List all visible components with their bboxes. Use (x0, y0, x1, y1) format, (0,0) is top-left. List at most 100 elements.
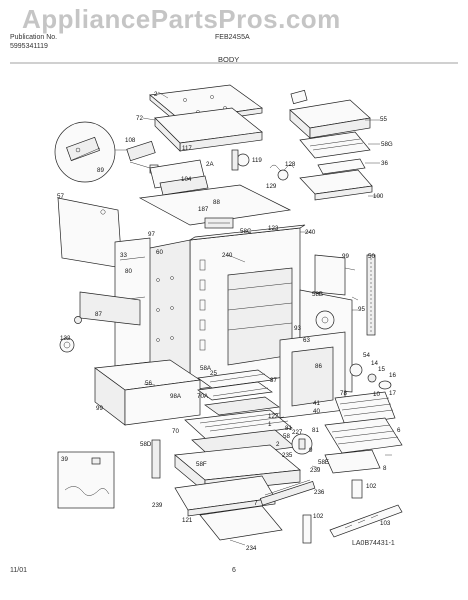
label-36: 36 (381, 160, 388, 167)
label-103: 103 (380, 520, 391, 527)
vent-tray (299, 131, 371, 159)
label-63: 63 (303, 337, 310, 344)
label-100: 100 (373, 193, 384, 200)
label-104: 104 (181, 176, 192, 183)
label-108: 108 (125, 137, 136, 144)
label-240-top: 240 (305, 229, 316, 236)
label-8: 8 (383, 465, 387, 472)
section-title: BODY (218, 55, 240, 64)
footer-date: 11/01 (10, 567, 27, 574)
left-outer-panel (57, 197, 123, 269)
label-56: 56 (145, 380, 152, 387)
label-187: 187 (198, 206, 209, 213)
label-33: 33 (120, 252, 127, 259)
broiler-pan (184, 409, 293, 441)
label-70A: 70A (197, 393, 209, 400)
label-17: 17 (389, 390, 396, 397)
power-cord (64, 486, 110, 496)
label-227: 227 (292, 429, 303, 436)
oven-racks (197, 369, 280, 416)
label-54: 54 (363, 352, 370, 359)
label-102-lower: 102 (313, 513, 324, 520)
label-9: 9 (309, 447, 313, 454)
publication-label: Publication No. (10, 34, 58, 41)
label-119: 119 (252, 157, 262, 164)
rack-10 (334, 391, 396, 426)
label-58A: 58A (200, 365, 212, 372)
label-55: 55 (380, 116, 387, 123)
label-129: 129 (266, 183, 277, 190)
label-16: 16 (389, 372, 396, 379)
label-88: 88 (213, 199, 220, 206)
label-40: 40 (313, 408, 320, 415)
part-number-labels: 2 72 55 58G 36 100 108 89 117 2A 119 128… (57, 91, 401, 552)
drawer-slide-rail (259, 481, 316, 506)
label-41: 41 (313, 400, 320, 407)
label-123: 123 (268, 225, 279, 232)
label-10: 10 (373, 391, 380, 398)
label-132: 132 (60, 335, 71, 342)
label-239-left: 239 (152, 502, 163, 509)
label-239-right: 239 (310, 467, 321, 474)
watermark: AppliancePartsPros.com (22, 4, 341, 34)
publication-number: 5995341119 (10, 43, 48, 50)
label-235: 235 (282, 452, 293, 459)
kick-panel-103 (329, 504, 403, 538)
detail-box-39 (57, 451, 115, 509)
label-236: 236 (314, 489, 325, 496)
label-2: 2 (154, 91, 158, 98)
left-face-slots (199, 259, 206, 351)
label-98A: 98A (170, 393, 182, 400)
trim-strip-58D (151, 439, 161, 479)
switch-assembly (126, 140, 156, 162)
label-86: 86 (315, 363, 322, 370)
left-lower-panel (79, 291, 141, 326)
label-58E: 58E (318, 459, 329, 466)
page-number: 6 (232, 567, 236, 574)
label-58F: 58F (196, 461, 207, 468)
label-37: 37 (270, 377, 277, 384)
label-80: 80 (125, 268, 132, 275)
label-25: 25 (210, 370, 217, 377)
label-95: 95 (358, 306, 365, 313)
light-socket (349, 363, 363, 377)
label-15: 15 (378, 366, 385, 373)
label-121: 121 (182, 517, 193, 524)
doc-code: LA0B74431-1 (352, 540, 395, 547)
label-7: 7 (254, 500, 258, 507)
label-39: 39 (61, 456, 68, 463)
label-81-lower: 81 (312, 427, 319, 434)
label-14: 14 (371, 360, 378, 367)
label-78: 78 (340, 390, 347, 397)
label-102-upper: 102 (366, 483, 377, 490)
part-132 (59, 337, 75, 353)
label-87: 87 (95, 311, 102, 318)
label-70: 70 (172, 428, 179, 435)
oven-body-top (189, 224, 306, 241)
leveling-leg-2 (302, 514, 312, 544)
top-frame (138, 184, 292, 226)
label-60: 60 (156, 249, 163, 256)
vent-front (309, 117, 371, 139)
top-panel-side (154, 117, 181, 152)
storage-drawer-front (124, 379, 201, 426)
label-58B: 58B (312, 291, 323, 298)
element-8 (324, 449, 381, 474)
label-50: 50 (368, 253, 375, 260)
label-2-lower: 2 (276, 441, 280, 448)
right-side-bracket (314, 254, 346, 296)
label-6: 6 (397, 427, 401, 434)
label-234: 234 (246, 545, 257, 552)
label-93: 93 (294, 325, 301, 332)
label-122: 122 (268, 413, 279, 420)
label-89: 89 (97, 167, 104, 174)
leveling-leg-1 (351, 479, 363, 499)
label-99-left: 99 (96, 405, 103, 412)
label-81-upper: 81 (285, 425, 292, 432)
bottom-pan-front (187, 497, 276, 517)
label-57: 57 (57, 193, 64, 200)
bracket-104 (159, 175, 209, 196)
kick-plate (199, 505, 283, 541)
label-117: 117 (182, 145, 192, 152)
